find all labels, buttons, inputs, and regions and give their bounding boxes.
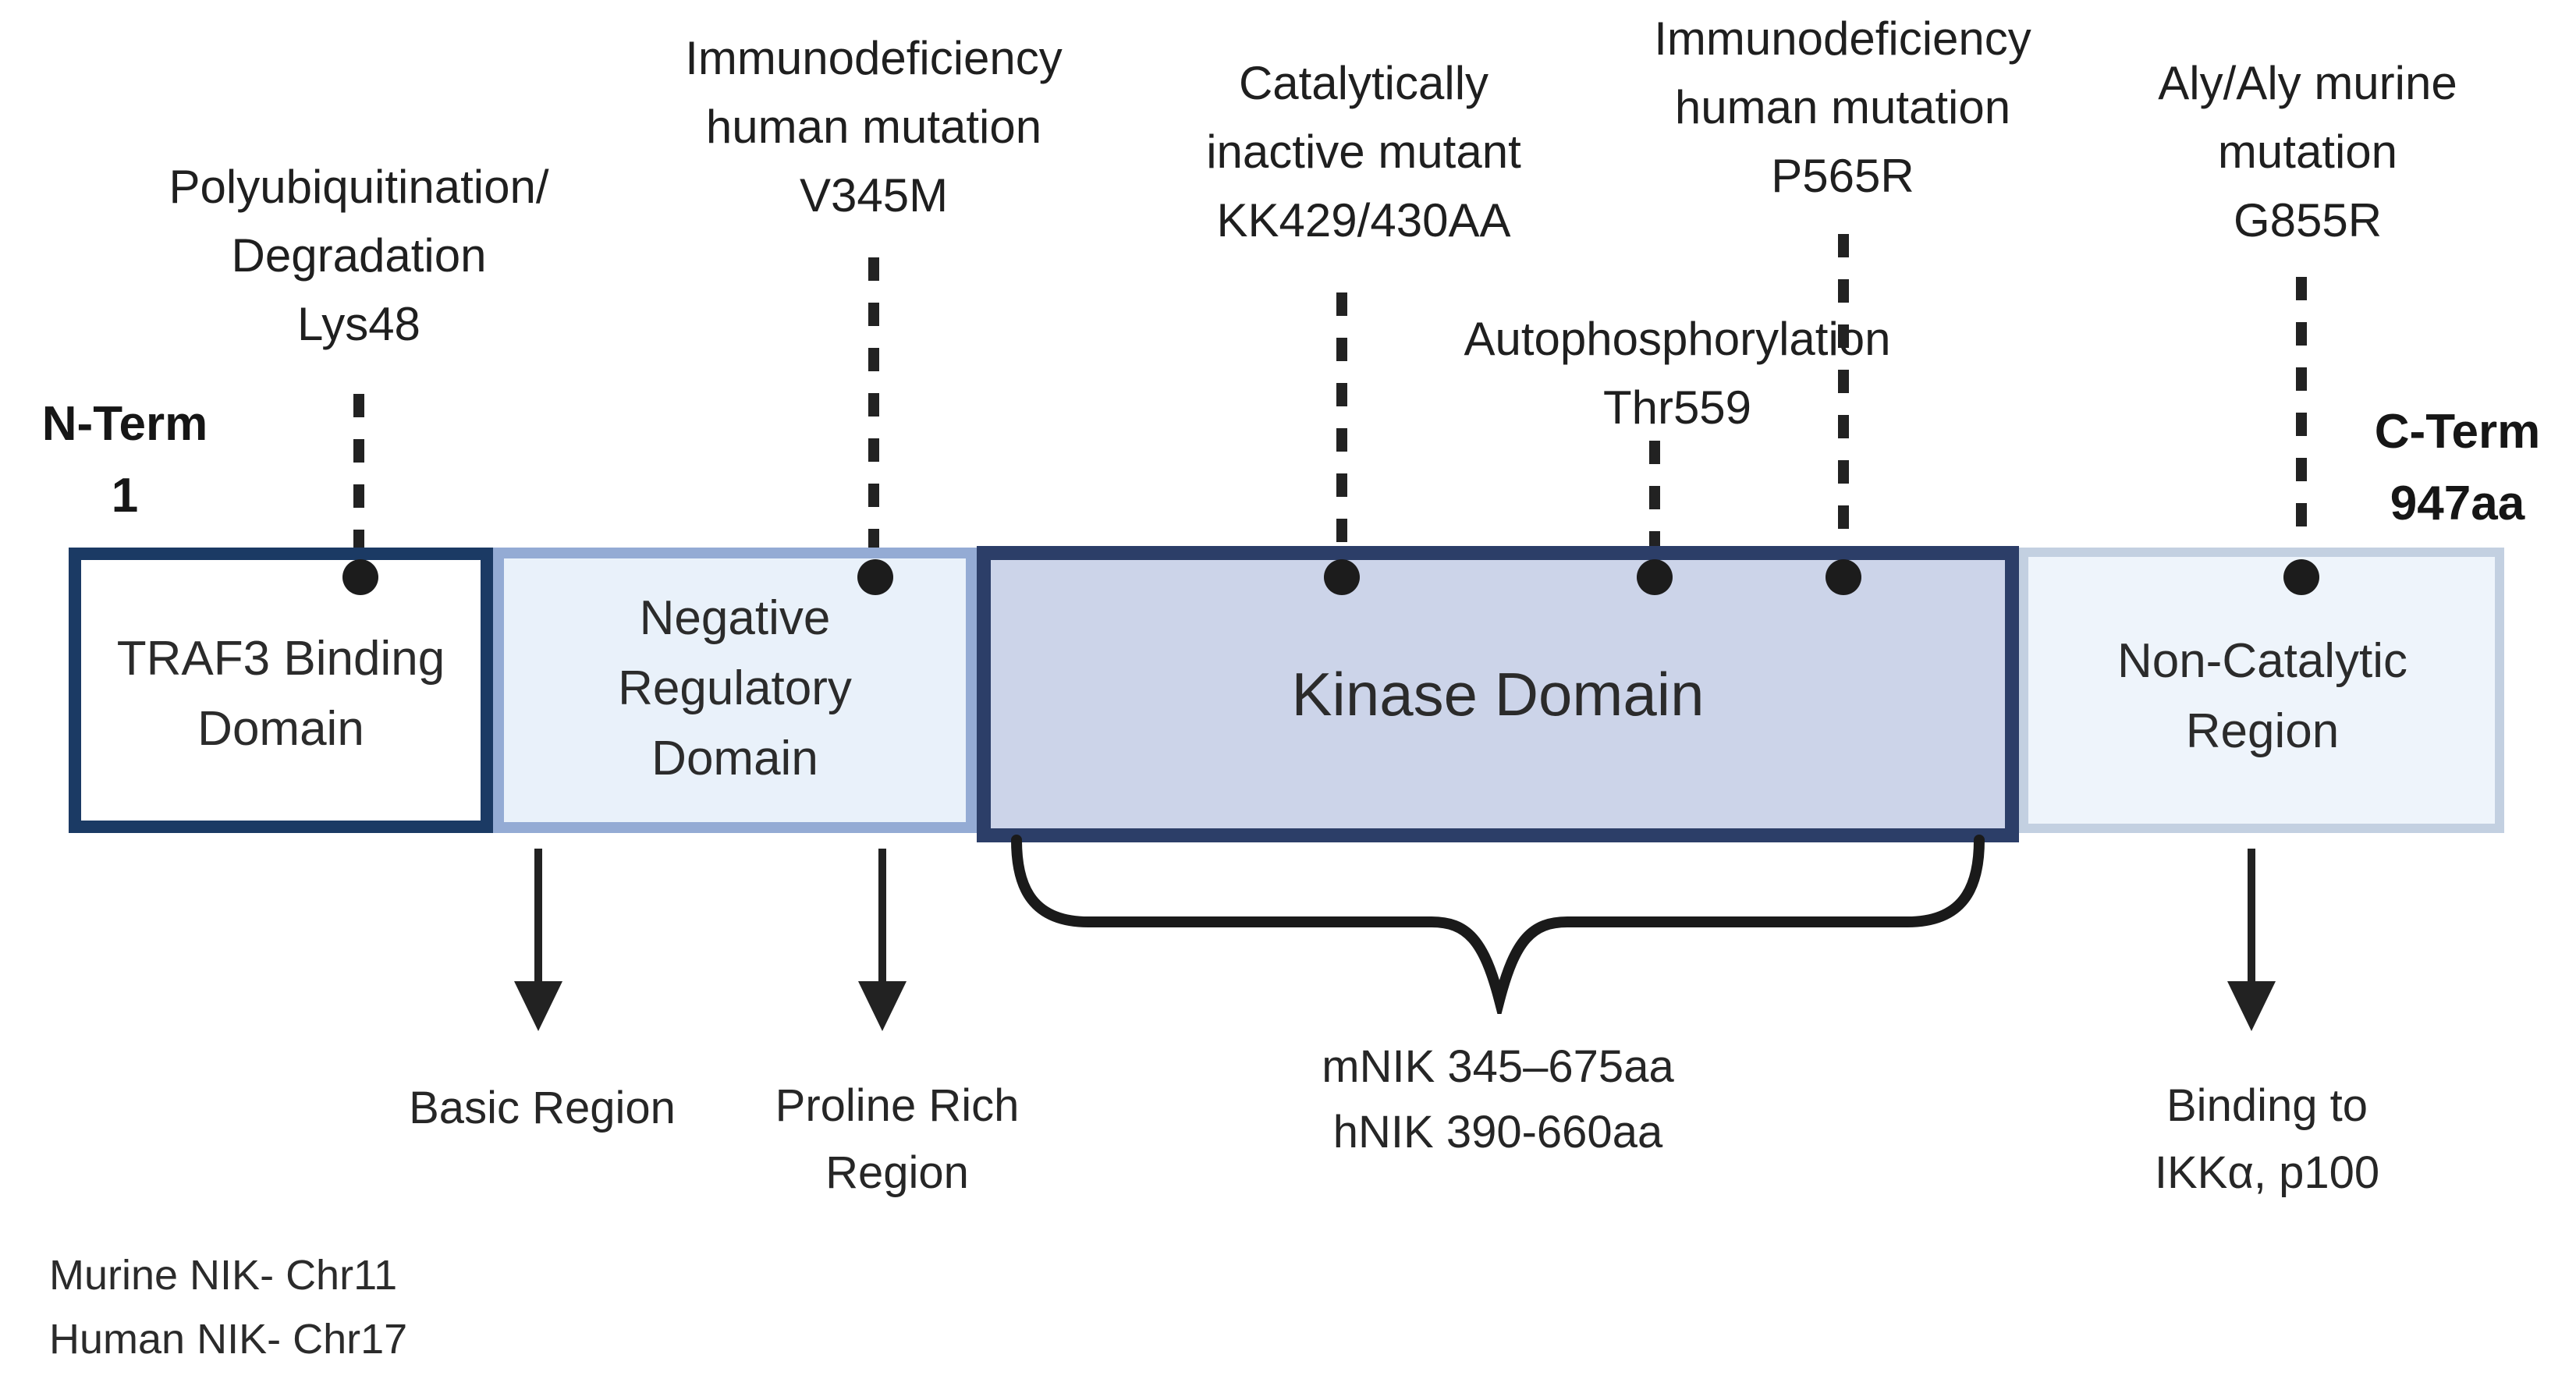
label-basic-region: Basic Region (347, 1075, 737, 1142)
label-ikka-p100-binding: Binding to IKKα, p100 (2072, 1072, 2462, 1207)
c-terminus-label: C-Term 947aa (2348, 396, 2567, 540)
domain-box-kinase (977, 546, 2019, 842)
domain-label-line: Domain (651, 732, 818, 785)
annotation-v345m: Immunodeficiency human mutation V345M (601, 24, 1147, 230)
domain-box-traf3-binding (69, 548, 493, 833)
bottom-label-line: Region (825, 1147, 969, 1198)
arrow-stem (534, 849, 542, 983)
kinase-span-mnik: mNIK 345–675aa (1322, 1041, 1674, 1092)
label-traf3-binding-domain: TRAF3 Binding Domain (78, 624, 484, 764)
mutation-site-dot-v345m (857, 559, 893, 595)
annotation-line: Degradation (231, 229, 487, 282)
footnote-murine: Murine NIK- Chr11 (49, 1252, 398, 1299)
annotation-line: inactive mutant (1206, 126, 1521, 178)
c-term-position: 947aa (2390, 477, 2525, 530)
chromosome-footnotes: Murine NIK- Chr11 Human NIK- Chr17 (49, 1243, 407, 1371)
bottom-label-line: IKKα, p100 (2154, 1147, 2380, 1198)
annotation-line: G855R (2233, 194, 2383, 246)
domain-label-line: Negative (639, 591, 831, 645)
mutation-site-dot-lys48 (342, 559, 378, 595)
down-arrow-icon-proline-rich (843, 849, 921, 1031)
dashed-connector-lys48 (353, 394, 364, 559)
down-arrow-icon-ikka-binding (2212, 849, 2290, 1031)
mutation-site-dot-kk429 (1324, 559, 1360, 595)
label-non-catalytic-region: Non-Catalytic Region (2044, 626, 2481, 767)
domain-label-line: Region (2185, 704, 2340, 758)
label-kinase-span-range: mNIK 345–675aa hNIK 390-660aa (1264, 1034, 1732, 1165)
annotation-line: Thr559 (1602, 381, 1752, 434)
arrow-stem (2248, 849, 2255, 983)
domain-box-non-catalytic (2019, 548, 2504, 833)
bottom-label-line: Basic Region (409, 1083, 676, 1133)
dashed-connector-g855r (2296, 277, 2307, 559)
n-term-text: N-Term (41, 397, 208, 451)
annotation-line: Immunodeficiency (685, 32, 1063, 84)
annotation-line: P565R (1771, 150, 1914, 202)
domain-label-line: Non-Catalytic (2117, 634, 2408, 688)
mutation-site-dot-thr559 (1637, 559, 1673, 595)
annotation-line: V345M (799, 169, 949, 222)
down-arrow-icon-basic-region (499, 849, 577, 1031)
bottom-label-line: Proline Rich (775, 1080, 1020, 1131)
dashed-connector-p565r (1838, 234, 1849, 559)
mutation-site-dot-g855r (2283, 559, 2319, 595)
arrow-stem (878, 849, 886, 983)
c-term-text: C-Term (2374, 405, 2541, 459)
annotation-lys48: Polyubiquitination/ Degradation Lys48 (86, 153, 632, 359)
annotation-line: Aly/Aly murine (2158, 57, 2457, 109)
domain-label-line: Domain (197, 702, 364, 756)
mutation-site-dot-p565r (1826, 559, 1861, 595)
dashed-connector-thr559 (1649, 441, 1660, 559)
domain-label-line: Kinase Domain (1291, 660, 1705, 728)
annotation-g855r: Aly/Aly murine mutation G855R (2035, 49, 2576, 255)
dashed-connector-v345m (868, 257, 879, 559)
annotation-line: Catalytically (1238, 57, 1489, 109)
annotation-line: KK429/430AA (1216, 194, 1511, 246)
label-kinase-domain: Kinase Domain (1014, 657, 1982, 732)
arrow-head (514, 981, 562, 1031)
kinase-span-brace (1011, 835, 1985, 1014)
annotation-line: Autophosphorylation (1464, 313, 1891, 365)
annotation-line: Lys48 (297, 298, 420, 350)
n-term-position: 1 (111, 469, 139, 523)
label-negative-regulatory-domain: Negative Regulatory Domain (524, 583, 946, 794)
domain-label-line: Regulatory (618, 661, 852, 715)
annotation-line: mutation (2217, 126, 2398, 178)
domain-box-negative-regulatory (493, 548, 977, 833)
annotation-thr559: Autophosphorylation Thr559 (1404, 305, 1950, 442)
bottom-label-line: Binding to (2166, 1080, 2368, 1131)
annotation-kk429-430aa: Catalytically inactive mutant KK429/430A… (1091, 49, 1637, 255)
label-proline-rich-region: Proline Rich Region (702, 1072, 1092, 1207)
arrow-head (858, 981, 907, 1031)
n-terminus-label: N-Term 1 (31, 388, 218, 532)
annotation-line: Immunodeficiency (1654, 12, 2031, 65)
arrow-head (2227, 981, 2276, 1031)
annotation-p565r: Immunodeficiency human mutation P565R (1570, 5, 2116, 211)
annotation-line: human mutation (705, 101, 1042, 153)
annotation-line: Polyubiquitination/ (169, 161, 549, 213)
domain-label-line: TRAF3 Binding (116, 632, 445, 686)
footnote-human: Human NIK- Chr17 (49, 1316, 408, 1363)
dashed-connector-kk429 (1336, 292, 1347, 559)
annotation-line: human mutation (1674, 81, 2011, 133)
kinase-span-hnik: hNIK 390-660aa (1332, 1107, 1663, 1157)
